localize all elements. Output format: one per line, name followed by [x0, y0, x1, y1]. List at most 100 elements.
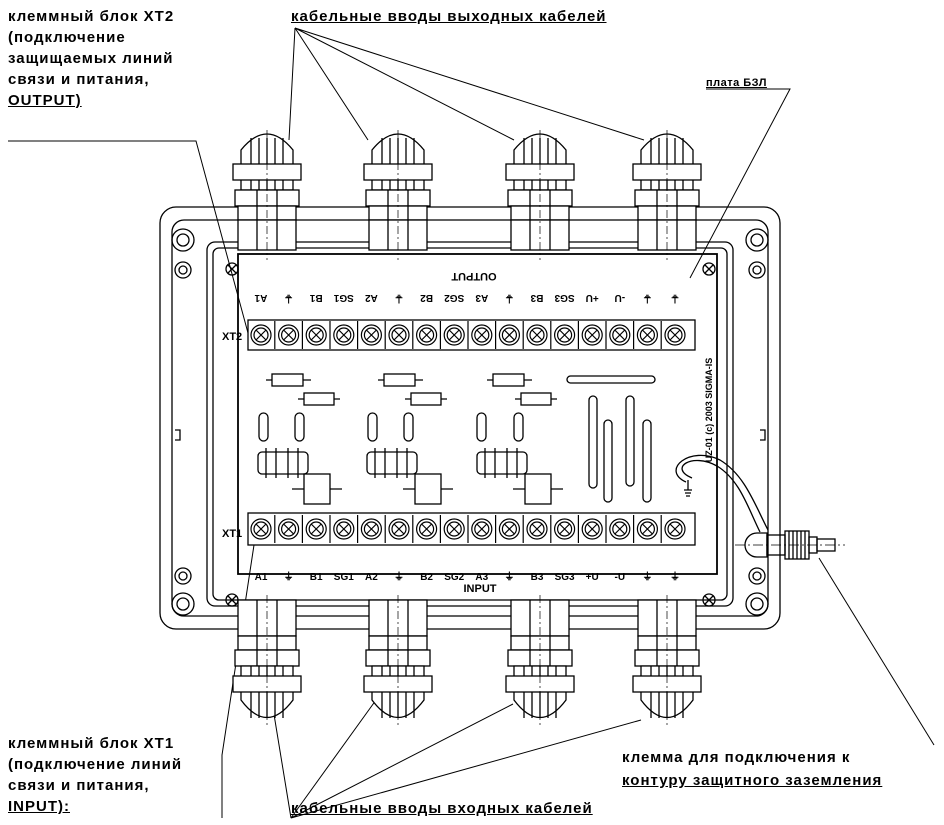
capsules: [258, 412, 524, 442]
xt2-terminal-screw: [664, 324, 686, 346]
callout-output-glands-text: кабельные вводы выходных кабелей: [291, 8, 607, 25]
xt2-terminal-screw: [333, 321, 359, 349]
xt2-terminal-screw: [416, 321, 441, 349]
input-title: INPUT: [464, 583, 497, 595]
resistors: [266, 373, 557, 406]
xt1-terminal-screw: [526, 515, 552, 543]
output-terminal-label: B3: [530, 292, 543, 303]
xt1-terminal-screw: [471, 515, 497, 543]
enclosure-inner-2: [212, 247, 728, 601]
xt2-terminal-screw: [636, 321, 662, 349]
xt2-terminal-screw: [553, 321, 580, 349]
input-terminal-label: A2: [365, 572, 378, 583]
enclosure-lid-edge: [171, 219, 769, 617]
ground-terminal: [735, 530, 845, 560]
xt1-terminal-screw: [416, 515, 441, 543]
output-terminal-label: SG3: [554, 292, 574, 303]
xt2-strip: [247, 319, 696, 351]
input-terminal-label: -U: [615, 572, 626, 583]
xt2-terminal-screw: [526, 321, 552, 349]
callout-xt1-line: связи и питания,: [8, 777, 150, 794]
callout-xt2: клеммный блок XT2 (подключение защищаемы…: [8, 6, 174, 111]
callout-input-glands: кабельные вводы входных кабелей: [291, 798, 593, 819]
input-cable-gland: [632, 595, 702, 725]
input-terminal-label: SG1: [334, 572, 354, 583]
input-cable-gland: [363, 595, 433, 725]
xt2-terminal-screw: [360, 321, 386, 349]
output-terminal-label: ⏚: [394, 292, 404, 304]
input-terminal-label: B1: [310, 572, 323, 583]
xt2-terminal-screw: [471, 321, 497, 349]
output-terminal-label: SG1: [333, 292, 353, 303]
input-terminal-label: ⏚: [284, 571, 294, 583]
input-terminal-label: SG3: [555, 572, 575, 583]
callout-xt1-line: INPUT):: [8, 798, 70, 815]
xt2-terminal-screw: [498, 321, 524, 349]
output-terminal-label: A1: [254, 292, 267, 303]
corner-holes: [171, 228, 769, 616]
xt2-terminal-screw: [388, 321, 414, 349]
xt1-terminal-screw: [443, 515, 469, 543]
xt2-terminal-screw: [581, 321, 607, 349]
dischargers: [257, 448, 528, 478]
input-terminal-label: SG2: [444, 572, 464, 583]
callout-xt1-line: (подключение линий: [8, 756, 183, 773]
copyright-text: UZ-01 (c) 2003 SIGMA-IS: [704, 358, 714, 463]
xt1-label: XT1: [222, 528, 242, 540]
callout-ground: клемма для подключения к контуру защитно…: [622, 746, 882, 792]
callout-xt2-line: клеммный блок XT2: [8, 8, 175, 25]
callout-ground-line: контуру защитного заземления: [622, 772, 883, 789]
xt2-label: XT2: [222, 331, 242, 343]
xt2-terminal-screw: [278, 321, 303, 349]
callout-xt2-line: OUTPUT): [8, 92, 82, 109]
xt1-terminal-screw: [250, 515, 276, 543]
input-terminal-label: A3: [475, 572, 488, 583]
xt1-terminal-screw: [278, 515, 303, 543]
output-terminal-label: SG2: [444, 292, 464, 303]
input-terminal-label: ⏚: [394, 571, 404, 583]
callout-output-glands: кабельные вводы выходных кабелей: [291, 6, 607, 27]
input-terminal-label: ⏚: [670, 571, 680, 583]
input-terminal-label: A1: [255, 572, 268, 583]
xt1-strip: [247, 512, 696, 546]
input-terminal-label: B3: [531, 572, 544, 583]
output-terminal-label: A2: [365, 292, 378, 303]
xt1-terminal-screw: [498, 515, 524, 543]
output-cable-gland: [232, 130, 302, 260]
xt1-terminal-screw: [636, 515, 662, 543]
input-cable-gland: [505, 595, 575, 725]
output-terminal-label: ⏚: [670, 292, 680, 304]
output-cable-gland: [505, 130, 575, 260]
pcb-screws: [225, 262, 716, 607]
xt2-terminal-screw: [250, 321, 276, 349]
xt2-terminal-screw: [305, 321, 331, 349]
output-terminal-label: A3: [475, 292, 488, 303]
leader-lines: [8, 27, 935, 819]
xt1-terminal-screw: [360, 515, 386, 543]
long-parts: [566, 375, 656, 503]
ground-wire: [675, 454, 769, 531]
xt1-terminal-screw: [664, 518, 686, 540]
input-terminal-label: ⏚: [642, 571, 652, 583]
output-terminal-label: ⏚: [284, 292, 294, 304]
output-terminal-label: ⏚: [504, 292, 514, 304]
square-parts: [292, 473, 563, 505]
input-terminal-label: ⏚: [504, 571, 514, 583]
callout-xt2-line: (подключение: [8, 29, 126, 46]
callout-board: плата БЗЛ: [706, 76, 767, 90]
output-cable-gland: [363, 130, 433, 260]
xt1-terminal-screw: [305, 515, 331, 543]
callout-input-glands-text: кабельные вводы входных кабелей: [291, 800, 593, 817]
output-terminal-label: ⏚: [642, 292, 652, 304]
callout-xt1-line: клеммный блок XT1: [8, 735, 175, 752]
output-terminal-label: -U: [615, 292, 626, 303]
xt1-terminal-screw: [553, 515, 580, 543]
input-terminal-label: B2: [420, 572, 433, 583]
output-title: OUTPUT: [451, 270, 497, 282]
output-terminal-label: B2: [420, 292, 433, 303]
xt1-terminal-screw: [388, 515, 414, 543]
input-cable-gland: [232, 595, 302, 725]
callout-xt1: клеммный блок XT1 (подключение линий свя…: [8, 733, 182, 817]
callout-xt2-line: защищаемых линий: [8, 50, 174, 67]
